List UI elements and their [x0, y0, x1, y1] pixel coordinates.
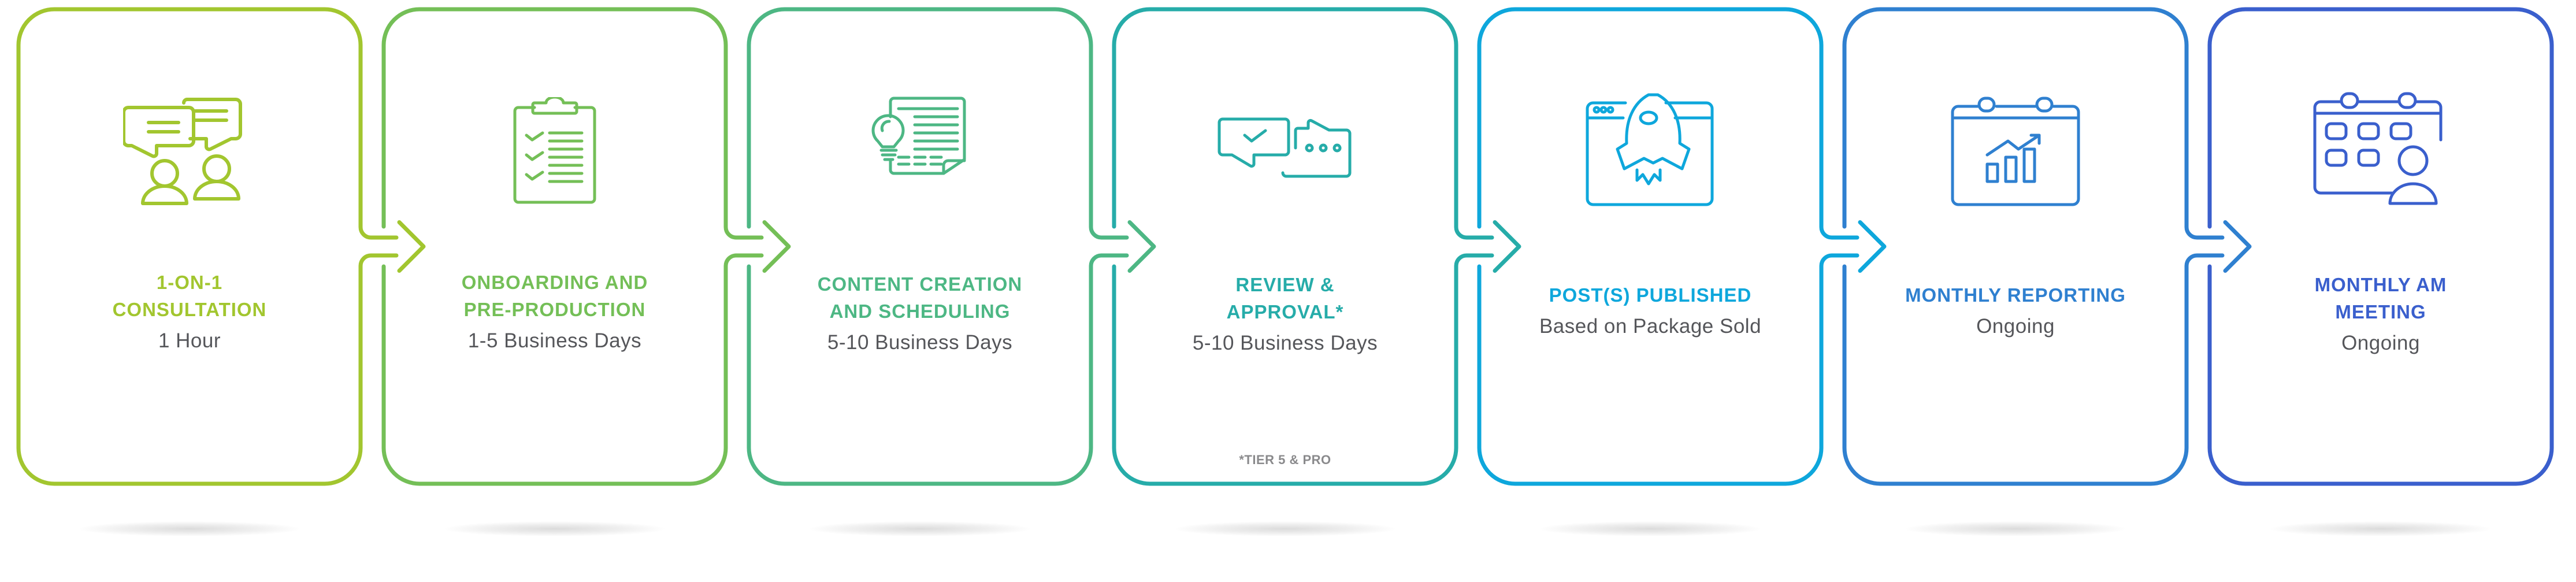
card-frame — [1477, 7, 1859, 486]
step-title-line: REVIEW & — [1235, 274, 1335, 295]
card-shadow — [2271, 521, 2490, 536]
step-text: POST(S) PUBLISHED Based on Package Sold — [1479, 281, 1821, 342]
step-text: REVIEW & APPROVAL* 5-10 Business Days — [1114, 271, 1456, 359]
step-duration: 1-5 Business Days — [467, 329, 642, 352]
step-text: MONTHLY REPORTING Ongoing — [1844, 281, 2187, 342]
connector-arrow — [762, 220, 791, 273]
step-title-line: CONSULTATION — [112, 299, 267, 320]
document-lightbulb-icon — [871, 97, 966, 175]
step-duration: Based on Package Sold — [1539, 315, 1762, 338]
step-card-posts-published: POST(S) PUBLISHED Based on Package Sold — [1479, 9, 1821, 484]
step-card-monthly-reporting: MONTHLY REPORTING Ongoing — [1844, 9, 2187, 484]
step-title-line: PRE-PRODUCTION — [463, 299, 646, 320]
card-shadow — [810, 521, 1030, 536]
step-duration: Ongoing — [2341, 332, 2420, 354]
clipboard-checklist-icon — [513, 97, 596, 204]
step-title-line: AND SCHEDULING — [829, 301, 1011, 322]
step-card-onboarding: ONBOARDING AND PRE-PRODUCTION 1-5 Busine… — [384, 9, 726, 484]
connector-arrow — [397, 220, 426, 273]
step-title-line: 1-ON-1 — [156, 272, 223, 293]
connector-arrow — [1493, 220, 1521, 273]
connector-arrow — [1858, 220, 1887, 273]
consultation-chat-icon — [123, 98, 242, 205]
card-shadow — [80, 521, 299, 536]
card-frame — [2207, 7, 2554, 486]
step-title-line: CONTENT CREATION — [817, 273, 1023, 295]
step-text: 1-ON-1 CONSULTATION 1 Hour — [18, 269, 361, 357]
step-card-review-approval: REVIEW & APPROVAL* 5-10 Business Days *T… — [1114, 9, 1456, 484]
step-title-line: APPROVAL* — [1226, 301, 1344, 322]
step-text: ONBOARDING AND PRE-PRODUCTION 1-5 Busine… — [384, 269, 726, 357]
card-frame — [1112, 7, 1494, 486]
connector-arrow — [1127, 220, 1156, 273]
card-shadow — [1541, 521, 1760, 536]
step-duration: 1 Hour — [158, 329, 221, 352]
card-shadow — [1906, 521, 2125, 536]
step-card-monthly-am-meeting: MONTHLY AM MEETING Ongoing — [2210, 9, 2552, 484]
card-frame — [1842, 7, 2225, 486]
step-text: CONTENT CREATION AND SCHEDULING 5-10 Bus… — [749, 270, 1091, 358]
card-shadow — [1175, 521, 1395, 536]
step-card-content-creation: CONTENT CREATION AND SCHEDULING 5-10 Bus… — [749, 9, 1091, 484]
step-title-line: ONBOARDING AND — [461, 272, 648, 293]
step-duration: 5-10 Business Days — [827, 331, 1013, 354]
step-title-line: MEETING — [2335, 301, 2426, 322]
step-card-consultation: 1-ON-1 CONSULTATION 1 Hour — [18, 9, 361, 484]
step-title-line: MONTHLY AM — [2314, 274, 2447, 295]
connector-arrow — [2223, 220, 2252, 273]
step-duration: 5-10 Business Days — [1192, 332, 1378, 354]
calendar-person-icon — [2313, 92, 2443, 205]
step-duration: Ongoing — [1976, 315, 2055, 338]
card-frame — [747, 7, 1129, 486]
card-frame — [16, 7, 399, 486]
card-frame — [381, 7, 764, 486]
card-shadow — [445, 521, 665, 536]
step-title-line: POST(S) PUBLISHED — [1549, 284, 1752, 306]
rocket-browser-icon — [1586, 93, 1714, 206]
step-title-line: MONTHLY REPORTING — [1905, 284, 2126, 306]
review-chat-check-icon — [1218, 117, 1352, 178]
tier-footnote: *TIER 5 & PRO — [1239, 453, 1331, 467]
step-text: MONTHLY AM MEETING Ongoing — [2210, 271, 2552, 359]
calendar-chart-icon — [1951, 97, 2080, 206]
